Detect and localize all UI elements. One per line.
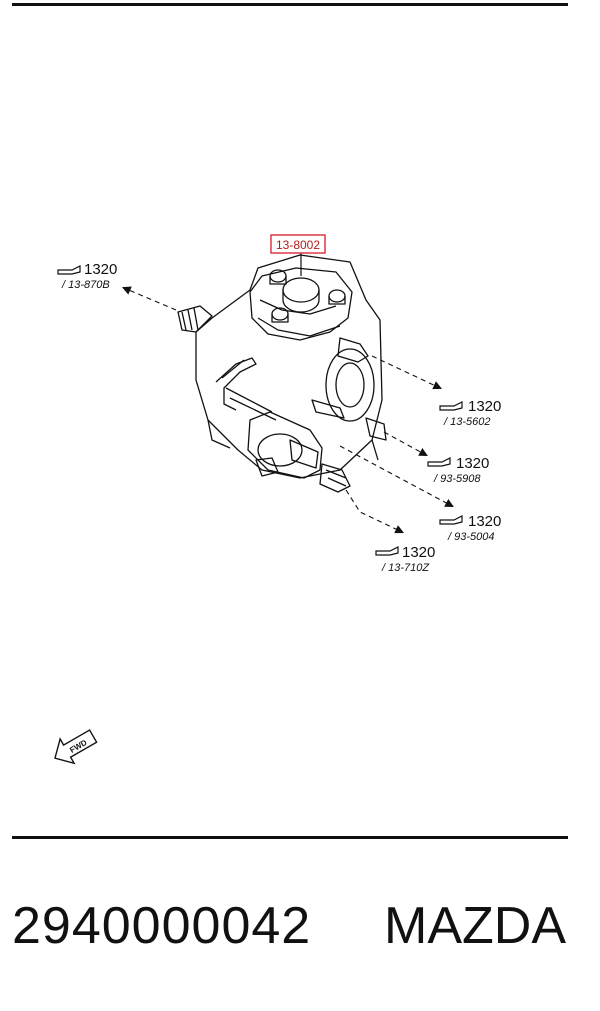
reference-4-page: 1320 — [468, 513, 501, 530]
reference-1-sub: / 13-870B — [61, 279, 110, 291]
arrow-to-ref-3 — [383, 431, 428, 457]
pump-body — [177, 254, 387, 493]
fwd-arrow-icon: FWD — [54, 729, 98, 765]
footer-brand: MAZDA — [384, 897, 566, 955]
reference-4[interactable]: 1320 / 93-5004 — [439, 513, 501, 543]
reference-5[interactable]: 1320 / 13-710Z — [375, 544, 435, 574]
pointing-hand-icon — [57, 265, 81, 275]
part-label[interactable]: 13-8002 — [276, 238, 320, 252]
reference-1[interactable]: 1320 / 13-870B — [57, 261, 117, 291]
pointing-hand-icon — [427, 457, 451, 467]
pointing-hand-icon — [375, 546, 399, 556]
arrow-to-ref-5 — [345, 489, 404, 534]
top-rule — [12, 3, 568, 6]
reference-3[interactable]: 1320 / 93-5908 — [427, 455, 489, 485]
reference-2[interactable]: 1320 / 13-5602 — [439, 398, 501, 428]
reference-4-sub: / 93-5004 — [447, 531, 494, 543]
reference-labels: 1320 / 13-870B 1320 / 13-5602 1320 / 93-… — [57, 261, 501, 574]
arrow-to-ref-1 — [121, 286, 177, 311]
pointing-hand-icon — [439, 515, 463, 525]
reference-3-page: 1320 — [456, 455, 489, 472]
reference-5-sub: / 13-710Z — [381, 562, 430, 574]
reference-5-page: 1320 — [402, 544, 435, 561]
reference-2-sub: / 13-5602 — [443, 416, 490, 428]
reference-arrows — [121, 286, 454, 534]
reference-1-page: 1320 — [84, 261, 117, 278]
pointing-hand-icon — [439, 401, 463, 411]
part-label-highlight — [270, 234, 326, 254]
reference-2-page: 1320 — [468, 398, 501, 415]
reference-3-sub: / 93-5908 — [433, 473, 481, 485]
footer-part-number: 2940000042 — [12, 897, 312, 955]
bottom-rule — [12, 836, 568, 839]
arrow-to-ref-4 — [339, 445, 454, 508]
arrow-to-ref-2 — [371, 355, 442, 390]
